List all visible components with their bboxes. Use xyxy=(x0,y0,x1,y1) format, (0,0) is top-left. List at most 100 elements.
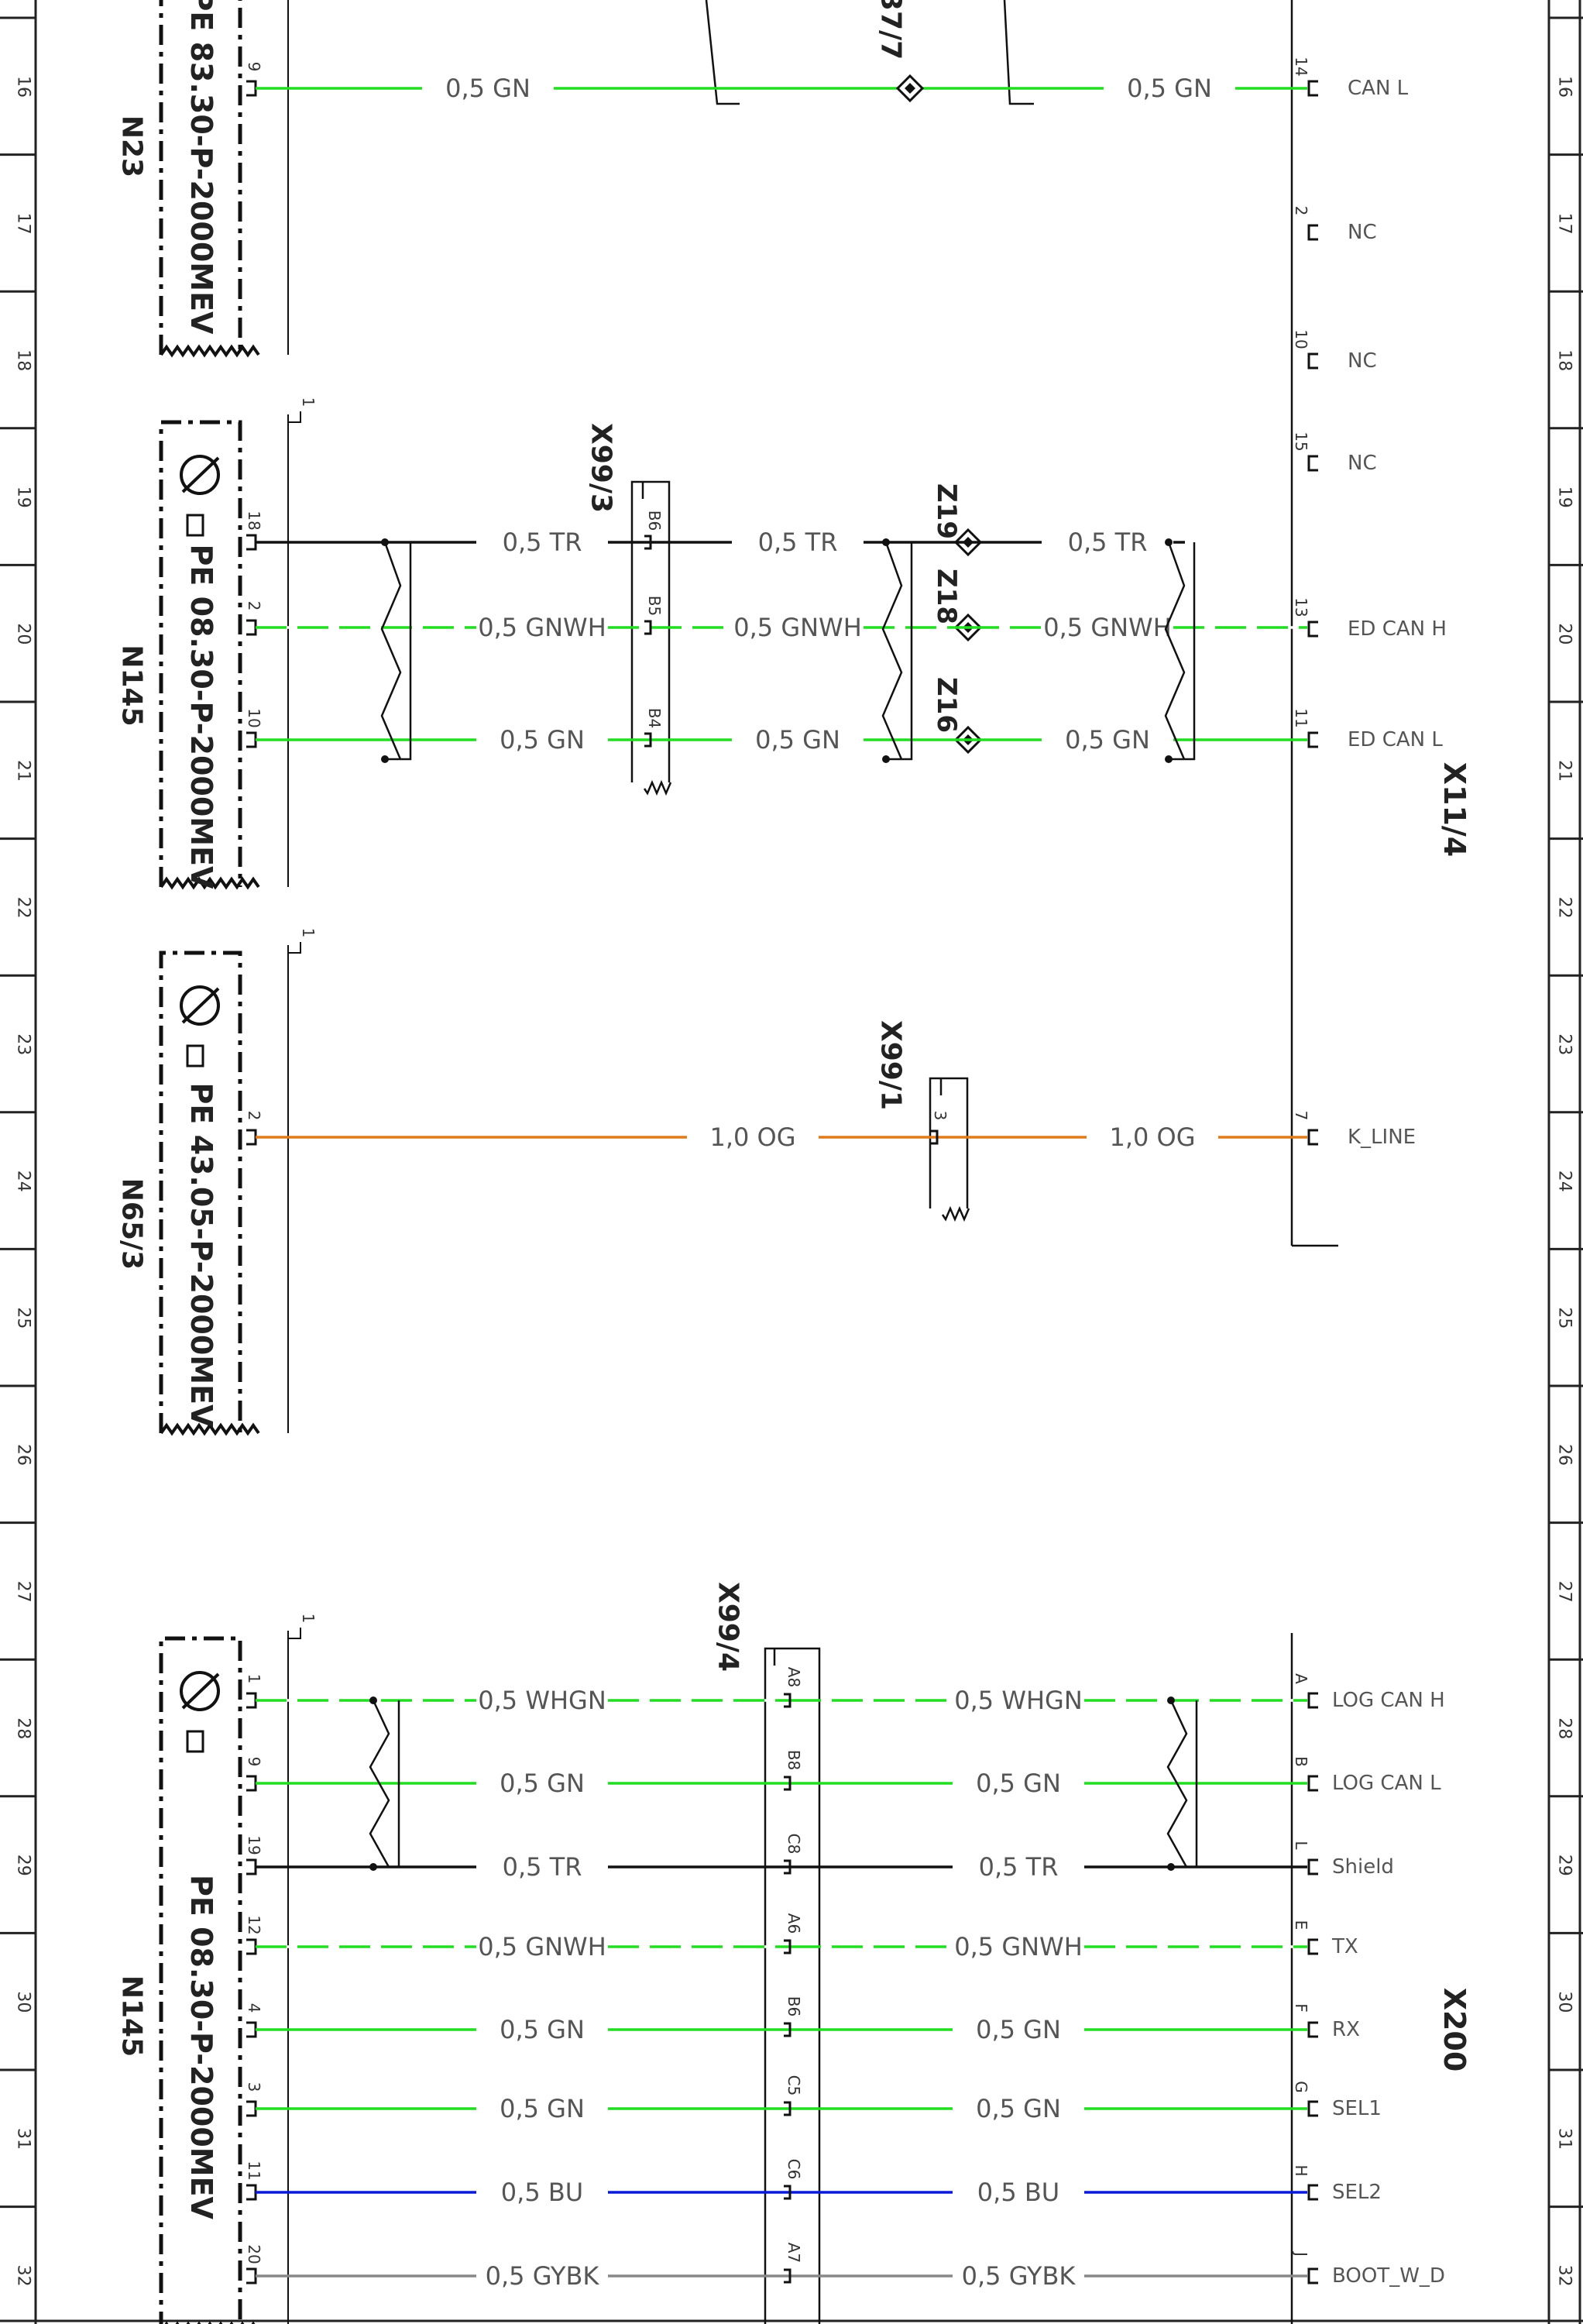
wire-label: 0,5 TR xyxy=(979,1852,1059,1882)
twisted-pair-3 xyxy=(1167,542,1196,761)
z16-label: Z16 xyxy=(931,677,962,733)
pin-number: 19 xyxy=(245,1835,263,1855)
diagnosis-icon xyxy=(180,1671,220,1711)
x200-socket xyxy=(1307,1692,1318,1709)
wire-label: 0,5 GYBK xyxy=(962,2261,1077,2291)
control-unit-code: N145 xyxy=(116,1975,148,2057)
pin-one-mark xyxy=(288,942,301,954)
pin-one-label: 1 xyxy=(299,397,318,407)
pin-number: 2 xyxy=(1292,206,1310,216)
control-unit-code: N145 xyxy=(116,645,148,726)
control-unit-frame xyxy=(159,420,242,887)
x99-4-pin xyxy=(784,2268,792,2284)
x99-4-connector xyxy=(764,1647,821,2324)
service-reference: PE 08.30-P-2000MEV xyxy=(184,545,218,889)
pin-number: 2 xyxy=(245,1111,263,1121)
ruler-number-right: 23 xyxy=(1555,1033,1574,1055)
wire-label: 0,5 GNWH xyxy=(478,1932,606,1961)
wire-label: 0,5 GN xyxy=(1127,74,1212,103)
x99-4-pin xyxy=(784,2022,792,2037)
diagnosis-icon xyxy=(180,985,220,1026)
x200-socket xyxy=(1307,1858,1318,1875)
ruler-number-left: 19 xyxy=(14,486,33,508)
x11-4-pin-name: ED CAN L xyxy=(1348,728,1443,751)
x99-4-pin-number: A6 xyxy=(785,1913,803,1934)
x11-4-socket xyxy=(1307,352,1318,370)
diagnosis-icon-slash xyxy=(181,456,220,493)
splice-dot xyxy=(1167,1863,1175,1871)
ruler-number-right: 31 xyxy=(1555,2128,1574,2150)
ruler-number-left: 17 xyxy=(14,213,33,235)
x99-3-connector xyxy=(630,480,671,782)
pin-number: 10 xyxy=(1292,329,1310,349)
x200-pin-name: TX xyxy=(1331,1935,1358,1958)
twisted-pair-5 xyxy=(1169,1700,1198,1868)
x99-4-label: X99/4 xyxy=(713,1582,744,1672)
x200-socket xyxy=(1307,2184,1318,2201)
x200-pin-name: SEL2 xyxy=(1332,2181,1382,2204)
ruler-number-left: 16 xyxy=(14,76,33,98)
service-reference: PE 08.30-P-2000MEV xyxy=(184,1875,218,2219)
wire-label: 1,0 OG xyxy=(709,1122,795,1152)
x11-4-socket xyxy=(1307,455,1318,472)
wire-label: 0,5 GN xyxy=(1065,725,1150,755)
x11-4-pin-name: ED CAN H xyxy=(1348,617,1447,641)
pin-number: 2 xyxy=(245,601,263,611)
pin-number: 3 xyxy=(245,2082,263,2092)
ruler-number-left: 32 xyxy=(14,2265,33,2287)
x11-4-pin-name: NC xyxy=(1348,452,1377,475)
wire-label: 0,5 GN xyxy=(500,725,585,755)
ruler-number-left: 30 xyxy=(14,1991,33,2013)
x99-4-pin-number: A8 xyxy=(785,1667,803,1687)
x99-4-pin xyxy=(784,2185,792,2200)
ruler-number-right: 16 xyxy=(1555,76,1574,98)
ruler-number-right: 29 xyxy=(1555,1855,1574,1876)
service-reference: PE 43.05-P-2000MEV xyxy=(184,1083,218,1428)
wire-label: 0,5 GN xyxy=(976,1769,1061,1798)
x11-4-socket xyxy=(1307,80,1318,97)
pin-number: H xyxy=(1292,2164,1310,2176)
twisted-pair-1-zigzag xyxy=(380,541,402,760)
wire-label: 0,5 GN xyxy=(445,74,531,103)
x200-socket xyxy=(1307,2267,1318,2284)
wire-label: 0,5 GN xyxy=(500,1769,585,1798)
ruler-number-left: 28 xyxy=(14,1717,33,1739)
wire-label: 0,5 WHGN xyxy=(954,1686,1083,1715)
x99-3-label: X99/3 xyxy=(585,423,617,513)
x11-4-pin-name: K_LINE xyxy=(1348,1126,1416,1149)
wire-label: 1,0 OG xyxy=(1109,1122,1195,1152)
ruler-number-right: 22 xyxy=(1555,897,1574,919)
splice-dot xyxy=(1165,755,1173,763)
wire-label: 0,5 GNWH xyxy=(954,1932,1083,1961)
x99-4-pin xyxy=(784,1693,792,1708)
splice-dot xyxy=(369,1863,377,1871)
x11-4-socket xyxy=(1307,731,1318,748)
x99-4-pin-number: C5 xyxy=(785,2075,803,2096)
hand-pointer-icon xyxy=(186,514,204,537)
wire-label: 0,5 GN xyxy=(755,725,840,755)
x11-4-socket xyxy=(1307,621,1318,638)
pin-number: A xyxy=(1292,1673,1310,1684)
ruler-number-right: 27 xyxy=(1555,1581,1574,1603)
service-reference: PE 83.30-P-2000MEV xyxy=(184,0,218,335)
x99-4-pin xyxy=(784,1939,792,1954)
ruler-number-right: 32 xyxy=(1555,2265,1574,2287)
twisted-pair-2-zigzag xyxy=(881,541,903,760)
pin-number: 10 xyxy=(245,708,263,727)
twisted-pair-2 xyxy=(884,542,913,761)
pin-number: B xyxy=(1292,1756,1310,1767)
diagnosis-icon xyxy=(180,455,220,495)
x11-4-pin-name: NC xyxy=(1348,349,1377,373)
pin-one-mark xyxy=(288,1628,301,1639)
control-unit-frame xyxy=(159,951,242,1433)
ruler-number-left: 26 xyxy=(14,1444,33,1466)
pin-number: J xyxy=(1292,2250,1310,2257)
pin-number: E xyxy=(1292,1920,1310,1930)
splice-dot xyxy=(1167,1697,1175,1704)
wire-label: 0,5 GN xyxy=(500,2094,585,2123)
twisted-pair-4 xyxy=(372,1700,400,1868)
splice-dot xyxy=(1165,538,1173,546)
x200-pin-name: LOG CAN L xyxy=(1332,1772,1441,1795)
